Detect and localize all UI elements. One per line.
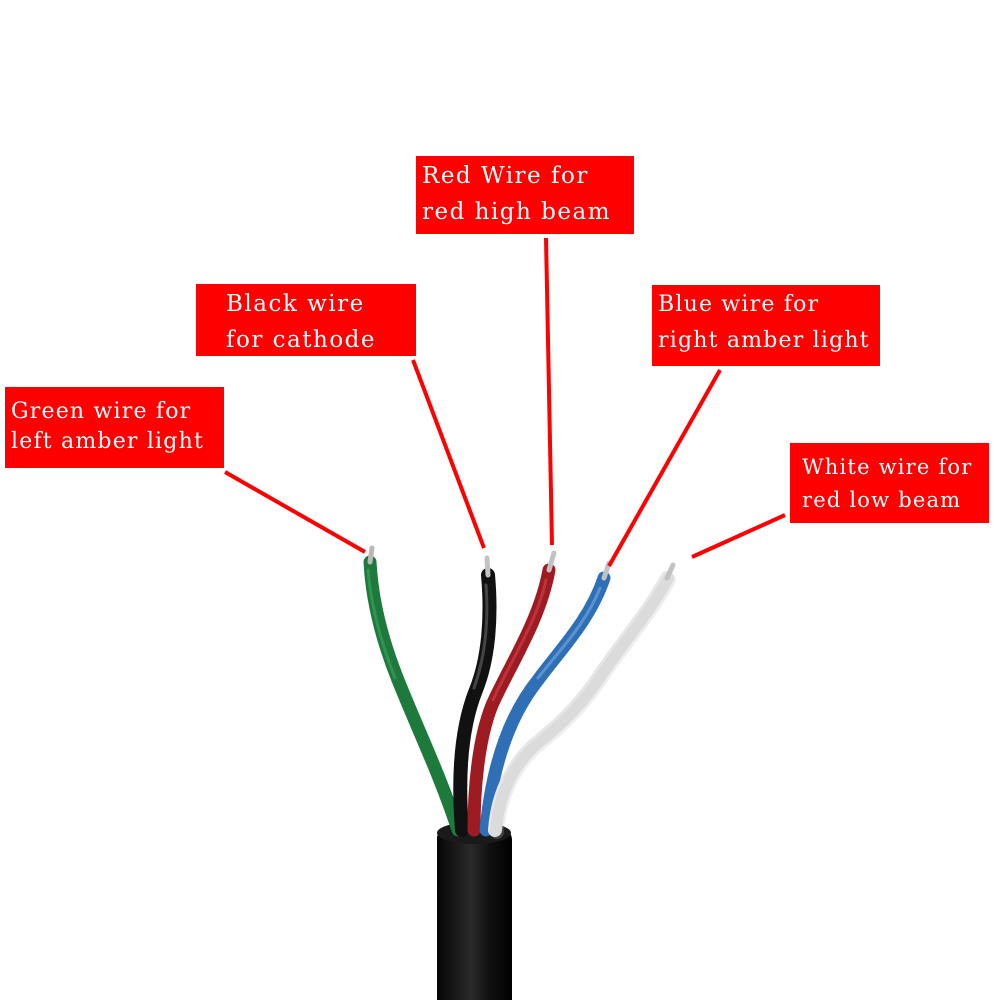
green-wire: [363, 555, 465, 837]
leader-line-black: [411, 359, 486, 549]
label-green-wire-line2: left amber light: [11, 429, 204, 454]
white-wire: [488, 571, 674, 837]
leader-line-red: [544, 237, 554, 546]
label-red-wire-line1: Red Wire for: [422, 163, 589, 189]
green-wire-conductor: [367, 545, 375, 565]
label-green-wire: Green wire for left amber light: [5, 387, 224, 468]
label-blue-wire: Blue wire for right amber light: [652, 285, 880, 366]
black-wire: [453, 568, 497, 837]
white-wire-conductor: [664, 562, 676, 581]
red-wire-conductor: [546, 550, 557, 573]
leader-line-green: [224, 470, 366, 554]
blue-wire-highlight: [536, 586, 602, 680]
label-black-wire-line2: for cathode: [226, 327, 376, 353]
label-red-wire: Red Wire for red high beam: [416, 156, 634, 234]
green-wire-highlight: [366, 568, 397, 680]
label-white-wire-line1: White wire for: [802, 455, 973, 479]
white-wire-shade: [490, 573, 676, 839]
black-wire-conductor: [484, 555, 491, 578]
label-green-wire-line1: Green wire for: [11, 399, 192, 424]
label-red-wire-line2: red high beam: [422, 199, 612, 225]
label-black-wire: Black wire for cathode: [196, 284, 416, 356]
label-white-wire-line2: red low beam: [802, 488, 962, 512]
label-blue-wire-line1: Blue wire for: [658, 292, 820, 317]
cable-jacket: [437, 823, 512, 1000]
leader-line-white: [691, 513, 786, 559]
label-white-wire: White wire for red low beam: [790, 443, 989, 523]
black-wire-highlight: [472, 583, 489, 690]
leader-line-blue: [607, 369, 722, 567]
red-wire-highlight: [491, 578, 548, 702]
label-black-wire-line1: Black wire: [226, 291, 365, 317]
label-blue-wire-line2: right amber light: [658, 328, 870, 353]
